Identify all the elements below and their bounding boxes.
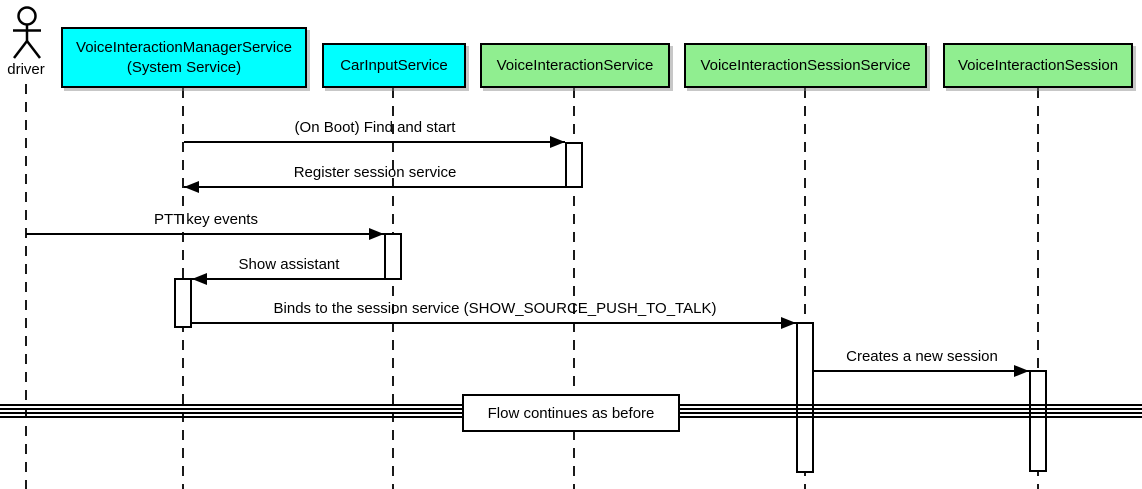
divider-label: Flow continues as before bbox=[487, 404, 655, 422]
activation-voice-interaction-manager-service bbox=[174, 278, 192, 328]
participant-voice-interaction-session: VoiceInteractionSession bbox=[943, 43, 1133, 88]
arrowhead-right-icon bbox=[1014, 365, 1029, 377]
lifeline-voice-interaction-session-service bbox=[804, 88, 806, 489]
message-4-label: Show assistant bbox=[238, 256, 340, 273]
message-1-line bbox=[184, 141, 565, 143]
message-2-label: Register session service bbox=[293, 164, 457, 181]
participant-voice-interaction-service: VoiceInteractionService bbox=[480, 43, 670, 88]
divider-label-box: Flow continues as before bbox=[462, 394, 680, 432]
message-3-line bbox=[26, 233, 384, 235]
activation-voice-interaction-session bbox=[1029, 370, 1047, 472]
participant-car-input-service: CarInputService bbox=[322, 43, 466, 88]
lifeline-car-input-service bbox=[392, 88, 394, 489]
message-3-label: PTT key events bbox=[154, 211, 258, 228]
arrowhead-right-icon bbox=[550, 136, 565, 148]
participant-voice-interaction-session-service: VoiceInteractionSessionService bbox=[684, 43, 927, 88]
message-1-label: (On Boot) Find and start bbox=[294, 119, 456, 136]
message-2-line bbox=[184, 186, 565, 188]
lifeline-voice-interaction-session bbox=[1037, 88, 1039, 489]
lifeline-driver bbox=[25, 84, 27, 489]
actor-label: driver bbox=[7, 61, 45, 78]
arrowhead-left-icon bbox=[184, 181, 199, 193]
arrowhead-right-icon bbox=[369, 228, 384, 240]
lifeline-voice-interaction-service bbox=[573, 88, 575, 489]
activation-car-input-service bbox=[384, 233, 402, 280]
arrowhead-left-icon bbox=[192, 273, 207, 285]
activation-voice-interaction-service bbox=[565, 142, 583, 188]
message-5-line bbox=[192, 322, 796, 324]
message-4-line bbox=[192, 278, 384, 280]
message-6-line bbox=[814, 370, 1029, 372]
activation-voice-interaction-session-service bbox=[796, 322, 814, 473]
person-icon bbox=[13, 6, 41, 59]
participant-voice-interaction-manager-service: VoiceInteractionManagerService (System S… bbox=[61, 27, 307, 88]
message-5-label: Binds to the session service (SHOW_SOURC… bbox=[273, 300, 717, 317]
message-6-label: Creates a new session bbox=[846, 348, 998, 365]
arrowhead-right-icon bbox=[781, 317, 796, 329]
